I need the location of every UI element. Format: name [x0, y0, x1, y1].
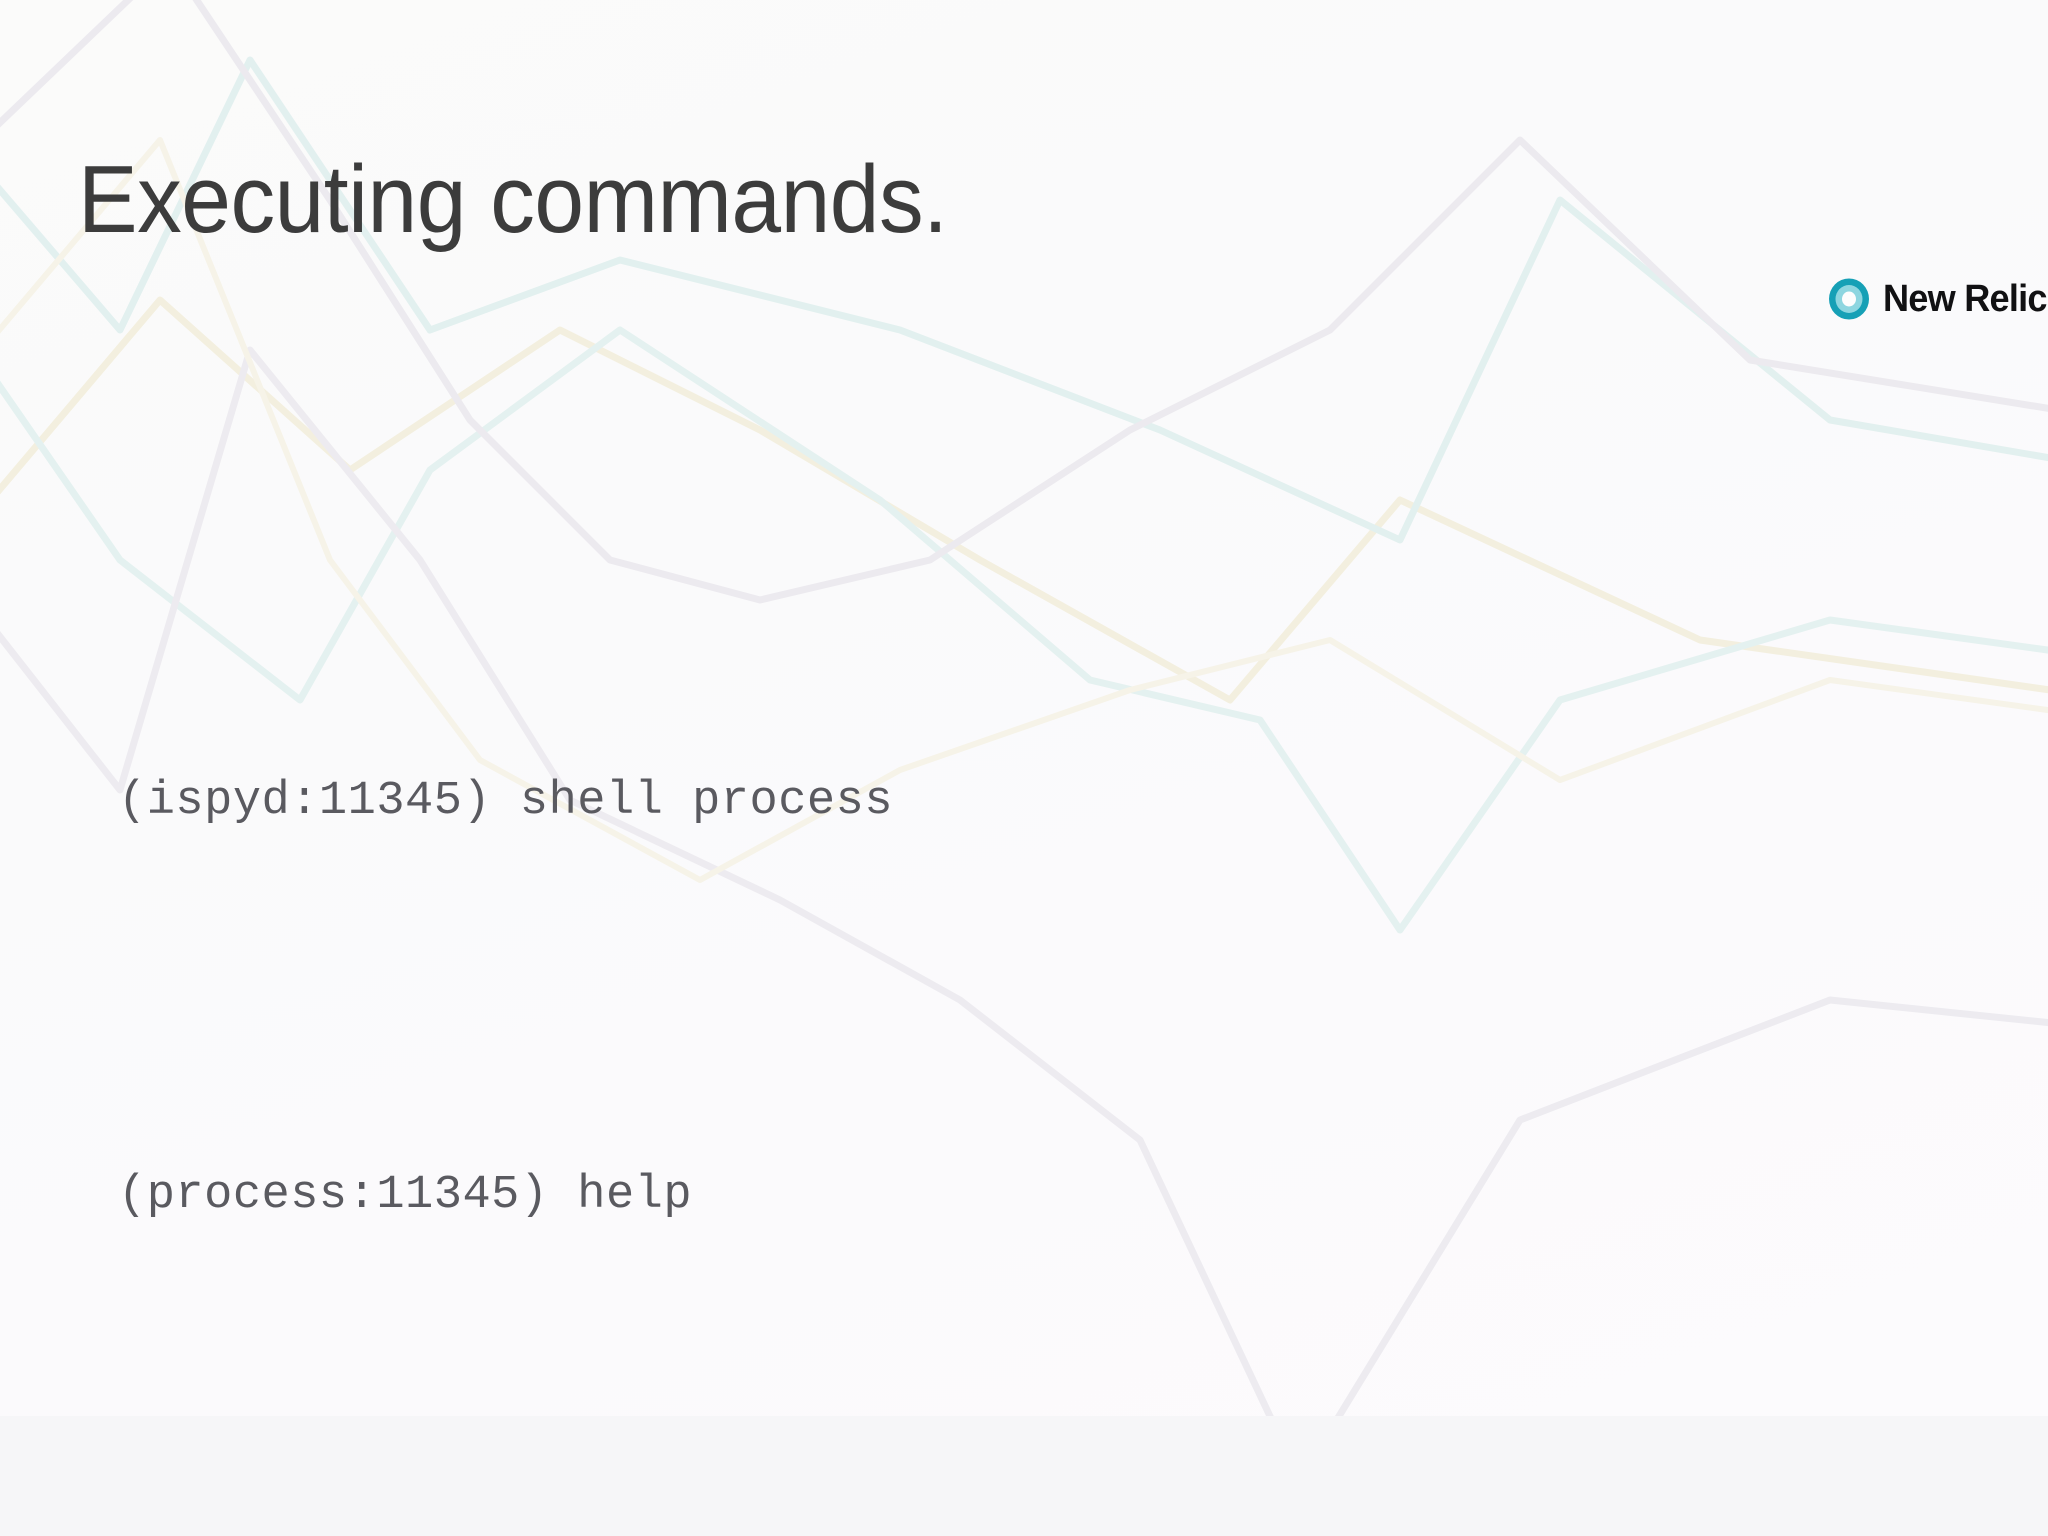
- decorative-line-grey-upper: [0, 0, 2048, 604]
- terminal-line-blank: [118, 972, 1978, 1026]
- new-relic-logo: New Relic.: [1828, 278, 2048, 320]
- new-relic-wordmark: New Relic.: [1883, 278, 2048, 320]
- decorative-line-teal-upper: [0, 56, 2048, 544]
- page-title: Executing commands.: [78, 146, 948, 254]
- terminal-line-blank: [118, 1366, 1978, 1416]
- terminal-line-shell-process: (ispyd:11345) shell process: [118, 775, 894, 828]
- new-relic-ring-icon: [1829, 278, 1869, 320]
- terminal-transcript: (ispyd:11345) shell process (process:113…: [118, 632, 1978, 1416]
- terminal-line-help-command: (process:11345) help: [118, 1169, 693, 1222]
- slide-footer-area: [0, 1416, 2048, 1536]
- slide-canvas: Executing commands. New Relic. (ispyd:11…: [0, 0, 2048, 1416]
